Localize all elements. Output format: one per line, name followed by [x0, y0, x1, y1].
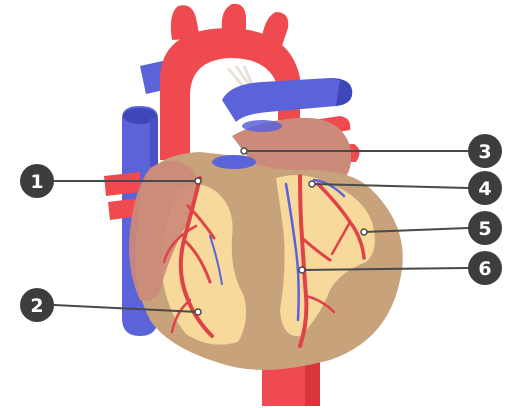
marker-3: 3 [468, 134, 502, 168]
marker-6: 6 [468, 251, 502, 285]
marker-4: 4 [468, 171, 502, 205]
brachiocephalic-artery [171, 5, 200, 40]
marker-2-label: 2 [30, 295, 43, 317]
pulmonary-valve [212, 155, 256, 169]
marker-1-label: 1 [30, 171, 43, 193]
marker-6-label: 6 [478, 258, 491, 280]
marker-3-label: 3 [478, 141, 491, 163]
marker-2: 2 [20, 288, 54, 322]
left-vessels [104, 172, 140, 196]
marker-1: 1 [20, 164, 54, 198]
marker-5-label: 5 [478, 218, 491, 240]
marker-4-label: 4 [478, 178, 491, 200]
marker-5: 5 [468, 211, 502, 245]
carotid-artery [222, 4, 246, 32]
